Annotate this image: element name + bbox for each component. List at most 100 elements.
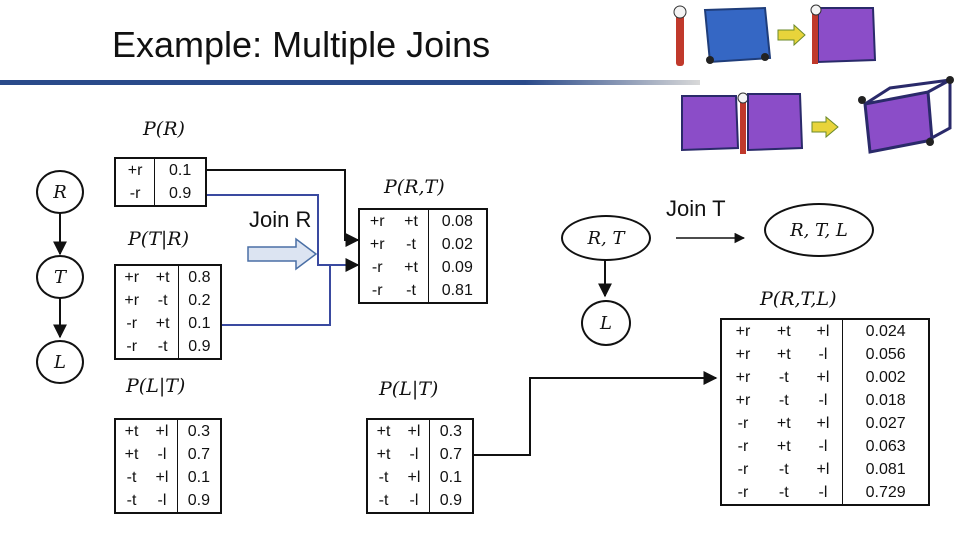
table-cell: +t	[404, 213, 418, 230]
table-cell: 0.7	[176, 443, 221, 466]
table-cell: +t	[776, 415, 791, 432]
table-cell: +t	[776, 323, 791, 340]
table-cell: 0.018	[842, 389, 929, 412]
table-cell: +r	[127, 162, 143, 179]
table-row: +r +t 0.08	[359, 209, 487, 233]
label-p-r-t-l: P(R,T,L)	[760, 288, 837, 310]
table-cell: +l	[816, 415, 830, 432]
table-cell: -l	[157, 446, 167, 463]
table-cell: -t	[778, 461, 789, 478]
table-cell: +t	[124, 446, 139, 463]
table-cell: +t	[155, 269, 170, 286]
table-cell: -r	[737, 484, 749, 501]
table-row: -t +l 0.1	[115, 466, 221, 489]
table-cell: +r	[124, 292, 140, 309]
table-cell: 0.063	[842, 435, 929, 458]
illustration-row-2	[681, 76, 954, 154]
table-cell: +t	[376, 446, 391, 463]
table-cell: -r	[371, 282, 383, 299]
table-cell: 0.8	[177, 265, 221, 289]
table-cell: +l	[816, 461, 830, 478]
table-cell: -t	[126, 469, 137, 486]
node-r: R	[36, 170, 84, 214]
table-cell: 0.81	[427, 279, 487, 303]
table-cell: +r	[735, 346, 751, 363]
table-cell: -t	[406, 236, 416, 253]
table-cell: 0.9	[154, 182, 206, 206]
node-r-t-l: R, T, L	[764, 203, 874, 257]
table-cell: +t	[404, 259, 418, 276]
table-row: +r +t 0.8	[115, 265, 221, 289]
table-row: +t -l 0.7	[115, 443, 221, 466]
node-l: L	[36, 340, 84, 384]
table-cell: -r	[737, 438, 749, 455]
page-title: Example: Multiple Joins	[112, 24, 491, 65]
table-cell: +r	[124, 269, 140, 286]
table-cell: 0.1	[177, 312, 221, 335]
table-cell: -l	[818, 484, 828, 501]
connector-ptr-body	[222, 265, 331, 326]
table-cell: 0.1	[154, 158, 206, 182]
label-p-r-t: P(R,T)	[384, 176, 445, 198]
node-r-t: R, T	[561, 215, 651, 261]
table-cell: 0.9	[177, 335, 221, 359]
node-t: T	[36, 255, 84, 299]
table-cell: 0.1	[428, 466, 473, 489]
table-cell: -t	[378, 469, 389, 486]
label-p-r: P(R)	[143, 118, 185, 140]
table-cell: -l	[157, 492, 167, 509]
table-cell: +l	[155, 469, 169, 486]
table-cell: +r	[369, 236, 385, 253]
table-cell: +t	[376, 423, 391, 440]
table-cell: +r	[735, 369, 751, 386]
table-cell: 0.056	[842, 343, 929, 366]
table-cell: 0.3	[428, 419, 473, 443]
table-cell: -t	[378, 492, 389, 509]
table-cell: 0.002	[842, 366, 929, 389]
label-p-l-given-t-2: P(L|T)	[379, 378, 439, 400]
table-p-r: +r 0.1 -r 0.9	[114, 157, 207, 207]
table-cell: -r	[129, 185, 141, 202]
purple-box-icon	[681, 95, 740, 152]
label-p-l-given-t: P(L|T)	[126, 375, 186, 397]
title-underline	[0, 80, 700, 85]
table-cell: -l	[409, 492, 419, 509]
table-cell: 0.2	[177, 289, 221, 312]
connector-pr-to-prt	[207, 169, 360, 247]
table-cell: -l	[818, 438, 828, 455]
table-cell: 0.729	[842, 481, 929, 505]
table-cell: -r	[737, 461, 749, 478]
table-cell: -r	[126, 338, 138, 355]
connector-ptr-to-prt	[206, 194, 360, 272]
table-cell: +r	[369, 213, 385, 230]
table-cell: +t	[124, 423, 139, 440]
yellow-arrow-icon	[777, 23, 806, 47]
table-cell: +l	[155, 423, 169, 440]
table-cell: 0.08	[427, 209, 487, 233]
table-row: +r 0.1	[115, 158, 206, 182]
table-cell: +r	[735, 392, 751, 409]
table-cell: +l	[407, 469, 421, 486]
table-cell: -t	[126, 492, 137, 509]
table-cell: -r	[126, 315, 138, 332]
connector-to-prtl	[474, 371, 718, 456]
table-cell: 0.1	[176, 466, 221, 489]
table-cell: 0.9	[176, 489, 221, 513]
